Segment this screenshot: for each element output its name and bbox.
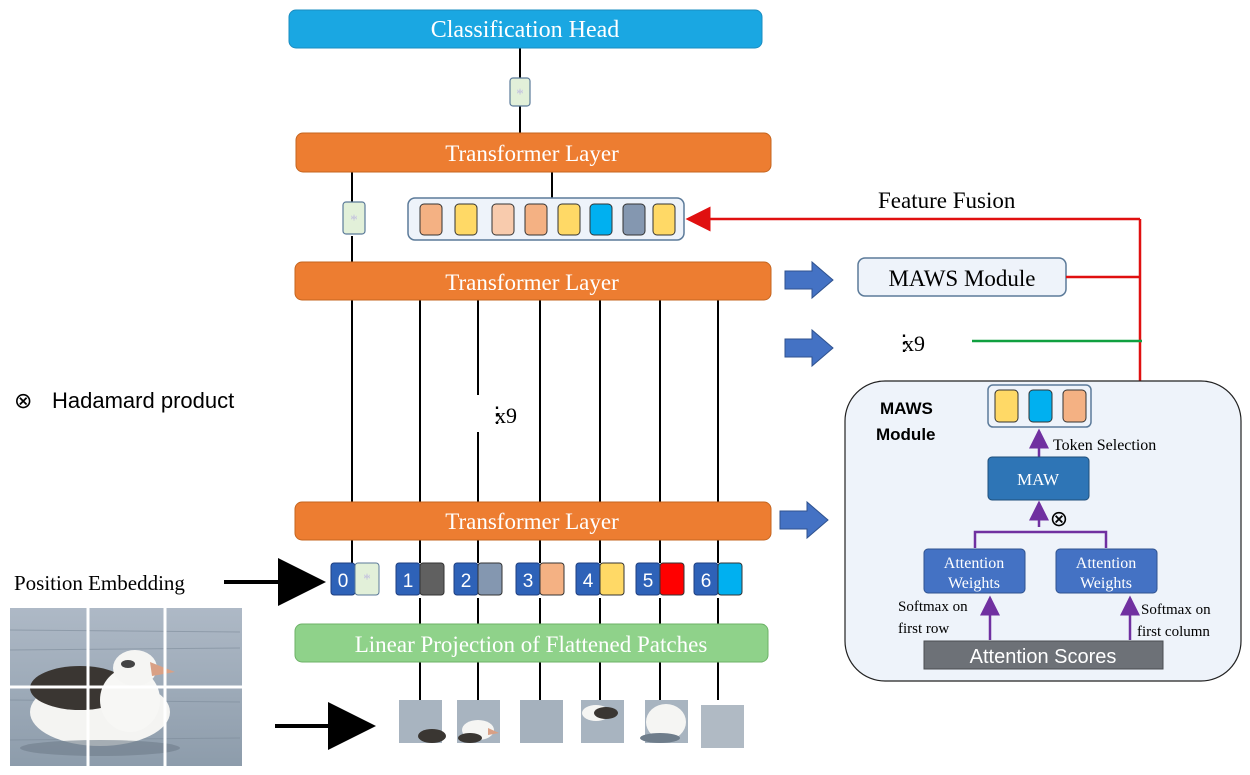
cls-marker-token: *	[364, 572, 371, 587]
transformer-layer-top-label: Transformer Layer	[445, 141, 619, 166]
repeat-label-right: x9	[903, 331, 925, 356]
attention-weights-right-line2: Weights	[1080, 575, 1132, 592]
patch-4	[581, 700, 624, 743]
selected-token-group	[407, 197, 685, 241]
cls-token-top: *	[509, 77, 531, 107]
token-index-1: 1	[403, 571, 414, 592]
maws-detail-panel: MAWS Module Token Selection MAW ⊗ Attent…	[844, 380, 1242, 682]
linear-projection-label: Linear Projection of Flattened Patches	[355, 632, 708, 657]
patch-3	[520, 700, 563, 743]
feature-fusion-label: Feature Fusion	[878, 188, 1016, 213]
image-grid	[10, 608, 242, 766]
cls-marker-middle: *	[351, 213, 358, 228]
attention-weights-left-line2: Weights	[948, 575, 1000, 592]
maws-module-box: MAWS Module	[857, 257, 1067, 297]
cls-token-middle: *	[342, 201, 366, 235]
transformer-layer-bottom-label: Transformer Layer	[445, 509, 619, 534]
token-3: 3	[515, 562, 565, 596]
classification-head: Classification Head	[288, 9, 763, 49]
legend-text: Hadamard product	[52, 388, 234, 413]
patch-1	[399, 700, 446, 743]
transformer-layer-middle: Transformer Layer	[294, 261, 772, 301]
attention-weights-left: Attention Weights	[923, 548, 1026, 594]
attention-weights-right: Attention Weights	[1055, 548, 1158, 594]
blue-arrow-middle	[784, 328, 834, 368]
attention-scores-label: Attention Scores	[970, 646, 1117, 668]
attention-weights-left-line1: Attention	[944, 555, 1004, 572]
attention-weights-right-line1: Attention	[1076, 555, 1136, 572]
hadamard-operator: ⊗	[1050, 506, 1068, 531]
softmax-left-line2: first row	[898, 621, 949, 637]
patch-6	[701, 705, 744, 748]
position-embedding-annotation: Position Embedding	[14, 558, 326, 606]
token-selection-label: Token Selection	[1053, 437, 1156, 454]
softmax-right-line1: Softmax on	[1141, 602, 1211, 618]
blue-arrow-top	[784, 260, 834, 300]
maws-selected-tokens	[987, 384, 1092, 428]
repeat-label-main: x9	[495, 403, 517, 428]
maws-panel-title-line2: Module	[876, 425, 936, 444]
position-embedding-label: Position Embedding	[14, 571, 185, 595]
token-index-5: 5	[643, 571, 654, 592]
token-4: 4	[575, 562, 625, 596]
maw-label: MAW	[1017, 470, 1060, 489]
attention-scores-box: Attention Scores	[923, 640, 1164, 670]
transformer-layer-bottom: Transformer Layer	[294, 501, 772, 541]
token-row: 0 * 1 2 3 4 5	[330, 562, 743, 596]
linear-projection: Linear Projection of Flattened Patches	[294, 623, 769, 663]
token-index-4: 4	[583, 571, 594, 592]
token-index-6: 6	[701, 571, 712, 592]
hadamard-symbol: ⊗	[14, 388, 32, 413]
transformer-layer-middle-label: Transformer Layer	[445, 270, 619, 295]
token-1: 1	[395, 562, 445, 596]
repeat-indicator-right: ⋮ x9	[893, 330, 925, 356]
svg-text:⋮: ⋮	[893, 330, 915, 355]
token-index-0: 0	[338, 571, 349, 592]
fusion-lines	[685, 206, 1142, 406]
token-index-2: 2	[461, 571, 472, 592]
maws-panel-title-line1: MAWS	[880, 399, 933, 418]
token-index-3: 3	[523, 571, 534, 592]
token-6: 6	[693, 562, 743, 596]
transformer-layer-top: Transformer Layer	[295, 132, 772, 173]
maw-box: MAW	[987, 456, 1090, 501]
blue-arrow-bottom	[779, 500, 829, 540]
cls-marker-top: *	[517, 87, 524, 102]
legend: ⊗ Hadamard product	[14, 388, 234, 413]
token-2: 2	[453, 562, 503, 596]
svg-text:⋮: ⋮	[486, 402, 508, 427]
token-5: 5	[635, 562, 685, 596]
softmax-left-line1: Softmax on	[898, 599, 968, 615]
connector-lines	[351, 48, 719, 700]
patch-2	[457, 700, 500, 743]
blue-arrows	[779, 260, 834, 540]
token-0: 0 *	[330, 562, 380, 596]
softmax-right-line2: first column	[1137, 624, 1210, 640]
classification-head-label: Classification Head	[431, 17, 620, 43]
repeat-indicator-main: ⋮ x9	[486, 402, 517, 428]
patch-5	[640, 700, 688, 743]
maws-module-box-label: MAWS Module	[888, 266, 1035, 291]
image-patches	[399, 700, 744, 748]
